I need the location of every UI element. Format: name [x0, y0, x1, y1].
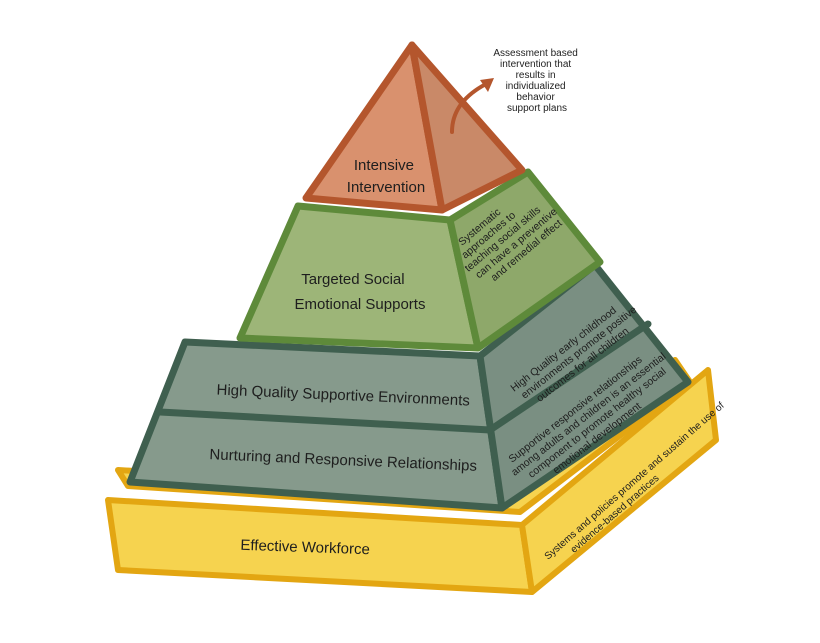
intensive-note-line-6: support plans — [507, 103, 567, 114]
foundation-label: Effective Workforce — [240, 537, 370, 559]
intensive-note-line-3: results in — [516, 70, 556, 81]
base-front-divider — [156, 408, 494, 434]
pointer-arrow-icon — [450, 82, 488, 134]
intensive-line-2: Intervention — [347, 179, 425, 196]
targeted-tier: Targeted Social Emotional Supports Syste… — [236, 168, 604, 352]
foundation-side-face — [519, 367, 719, 595]
intensive-note-line-4: individualized — [506, 81, 566, 92]
intensive-note-line-1: Assessment based — [493, 48, 578, 59]
pointer-arrowhead-icon — [480, 78, 494, 92]
intensive-line-1: Intensive — [354, 157, 414, 174]
base-side-divider — [486, 320, 652, 434]
targeted-side-face — [446, 168, 604, 352]
intensive-side-note: Assessment based intervention that resul… — [493, 48, 580, 114]
intensive-label: Intensive Intervention — [347, 157, 425, 196]
base-tiers: High Quality Supportive Environments Nur… — [126, 261, 692, 512]
targeted-line-2: Emotional Supports — [295, 296, 426, 313]
targeted-line-1: Targeted Social — [301, 271, 404, 288]
intensive-side-face — [408, 41, 526, 214]
targeted-label: Targeted Social Emotional Supports — [295, 271, 426, 313]
intensive-note-line-2: intervention that — [500, 59, 571, 70]
intensive-tier: Intensive Intervention Assessment based … — [302, 41, 580, 214]
intensive-note-line-5: behavior — [516, 92, 555, 103]
